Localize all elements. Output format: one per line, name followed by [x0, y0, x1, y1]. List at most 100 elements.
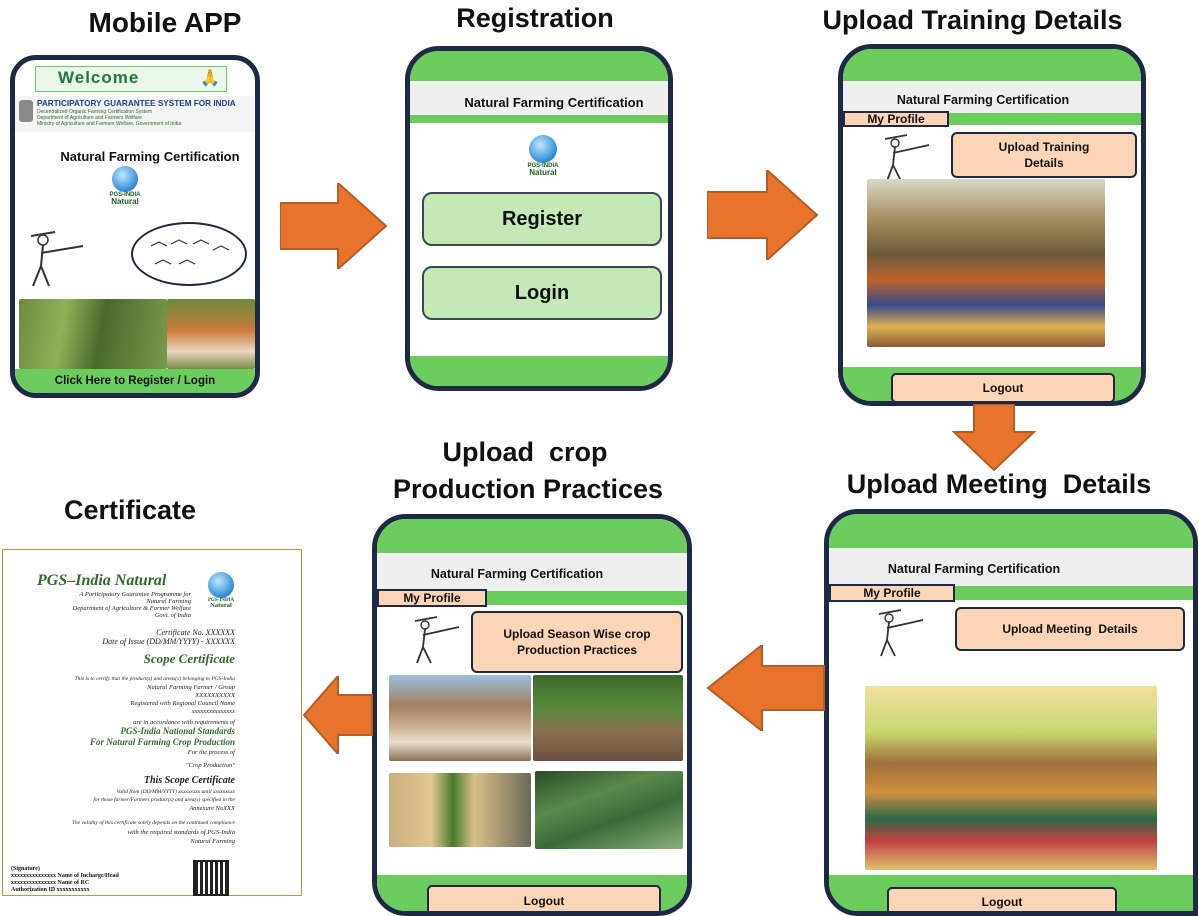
logo-line-1: PGS-INDIA [207, 598, 235, 603]
arrow-left-2 [302, 676, 373, 754]
logout-button[interactable]: Logout [887, 887, 1117, 911]
arrow-right-1 [280, 183, 388, 269]
cert-valid-2: for those farmer/Farmers product(s) and … [93, 797, 235, 803]
cert-validity-3: Natural Farming [190, 838, 235, 845]
cert-valid-3: Annexure NoXXX [189, 805, 235, 812]
qr-code-icon [193, 860, 229, 896]
cert-validity-1: The validity of this certificate solely … [71, 820, 235, 826]
app-header [829, 548, 1193, 586]
cert-valid-1: Valid from (DD/MM/YYYY) xxxxxxxxx until … [116, 789, 235, 795]
pgs-natural-logo: PGS-INDIA Natural [100, 166, 150, 207]
scope-certificate: PGS–India Natural PGS-INDIA Natural A Pa… [2, 549, 302, 896]
logout-button[interactable]: Logout [891, 373, 1115, 401]
cert-body-3: XXXXXXXXXX [195, 692, 235, 699]
logo-line-2: Natural [529, 168, 557, 178]
arrow-left-1 [706, 645, 825, 731]
app-title: Natural Farming Certification [896, 93, 1070, 107]
field-photo [19, 299, 167, 369]
farmer-illustration-icon [407, 615, 467, 665]
my-profile-button[interactable]: My Profile [843, 111, 949, 127]
upload-crop-button[interactable]: Upload Season Wise crop Production Pract… [471, 611, 683, 673]
welcome-banner: Welcome 🙏 [35, 66, 227, 92]
logout-button[interactable]: Logout [427, 885, 661, 911]
my-profile-button[interactable]: My Profile [829, 584, 955, 602]
pgs-line-3: Ministry of Agriculture and Farmers Welf… [37, 121, 182, 127]
cert-standards-2: For Natural Farming Crop Production [89, 737, 235, 747]
pgs-natural-logo: PGS-INDIA Natural [201, 572, 241, 610]
emblem-icon [19, 100, 33, 122]
cert-subtitle-2: Natural Farming [146, 598, 191, 605]
cert-this-scope: This Scope Certificate [143, 775, 235, 786]
app-title: Natural Farming Certification [60, 149, 240, 164]
app-title: Natural Farming Certification [430, 567, 604, 581]
pgs-title: PARTICIPATORY GUARANTEE SYSTEM FOR INDIA [37, 99, 236, 108]
certificate-title: PGS–India Natural [37, 572, 167, 589]
heading-upload-crop-2: Production Practices [392, 474, 664, 504]
crop-rows-photo [535, 771, 683, 849]
cert-body-6: are in accordance with requirements of [133, 719, 235, 726]
cert-subtitle-4: Govt. of India [154, 612, 191, 619]
logo-line-1: PGS-INDIA [109, 192, 141, 198]
cow-photo [167, 299, 255, 369]
training-photo [867, 179, 1105, 347]
namaste-icon: 🙏 [200, 70, 220, 87]
arrow-down [952, 404, 1036, 472]
cert-validity-2: with the required standards of PGS-India [127, 829, 235, 836]
cert-standards-1: PGS-India National Standards [120, 726, 235, 736]
pgs-natural-logo: PGS-INDIA Natural [518, 135, 568, 178]
cert-body-5: xxxxxxxxxxxxxxx [191, 708, 235, 715]
register-login-link[interactable]: Click Here to Register / Login [15, 369, 255, 393]
cert-subtitle-1: A Participatory Guarantee Programme for [79, 591, 191, 598]
cert-footer-4: Authorization ID xxxxxxxxxxx [11, 887, 90, 893]
phone-registration: Natural Farming Certification PGS-INDIA … [405, 46, 673, 391]
crows-ellipse [131, 222, 247, 286]
cert-process: For the process of [187, 749, 235, 756]
cert-body-4: Registered with Regional Council Name [130, 700, 235, 707]
farmer-illustration-icon [871, 608, 931, 658]
heading-upload-training: Upload Training Details [822, 5, 1123, 35]
upload-meeting-button[interactable]: Upload Meeting Details [955, 607, 1185, 651]
register-login-label: Click Here to Register / Login [54, 375, 216, 387]
cert-footer-1: (Signature) [11, 866, 40, 872]
phone-upload-crop: Natural Farming Certification My Profile… [372, 514, 692, 916]
app-header [843, 81, 1141, 113]
cert-body-1: This is to certify that the product(s) a… [74, 676, 235, 682]
register-button[interactable]: Register [422, 192, 662, 246]
heading-mobile-app: Mobile APP [88, 7, 242, 38]
farmer-illustration-icon [877, 133, 937, 183]
welcome-text: Welcome [58, 68, 140, 87]
mulch-photo [389, 773, 531, 847]
cert-crop-production: "Crop Production" [185, 762, 235, 769]
cattle-photo [389, 675, 531, 761]
logo-line-2: Natural [210, 602, 232, 610]
phone-upload-training: Natural Farming Certification My Profile… [838, 44, 1146, 406]
heading-certificate: Certificate [63, 495, 197, 525]
heading-upload-crop-1: Upload crop [442, 437, 608, 467]
farmer-illustration-icon [21, 228, 91, 290]
cert-date-issue: Date of Issue (DD/MM/YYYY) - XXXXXX [102, 637, 235, 646]
pgs-line-1: Decentralized Organic Farming Certificat… [37, 109, 153, 115]
arrow-right-2 [707, 170, 819, 260]
upload-training-button[interactable]: Upload Training Details [951, 132, 1137, 178]
scope-certificate-title: Scope Certificate [143, 651, 235, 666]
cert-footer-3: xxxxxxxxxxxxxxx Name of RC [11, 880, 90, 886]
pgs-header: PARTICIPATORY GUARANTEE SYSTEM FOR INDIA… [15, 96, 255, 132]
app-header [410, 81, 668, 115]
phone-upload-meeting: Natural Farming Certification My Profile… [824, 509, 1198, 916]
logo-line-2: Natural [111, 197, 139, 207]
cert-number: Certificate No. XXXXXX [156, 628, 235, 637]
phone-mobile-app: Welcome 🙏 PARTICIPATORY GUARANTEE SYSTEM… [10, 55, 260, 398]
app-title: Natural Farming Certification [887, 562, 1061, 576]
cert-footer-2: xxxxxxxxxxxxxxx Name of Incharge/Head [11, 873, 119, 879]
meeting-photo [865, 686, 1157, 870]
ploughing-photo [533, 675, 683, 761]
login-button[interactable]: Login [422, 266, 662, 320]
app-title: Natural Farming Certification [464, 95, 644, 110]
heading-upload-meeting: Upload Meeting Details [846, 469, 1152, 499]
cert-subtitle-3: Department of Agriculture & Farmer Welfa… [72, 605, 192, 612]
heading-registration: Registration [456, 3, 614, 33]
logo-line-1: PGS-INDIA [527, 163, 559, 169]
my-profile-button[interactable]: My Profile [377, 589, 487, 607]
app-header [377, 553, 687, 591]
pgs-line-2: Department of Agriculture and Farmers We… [37, 115, 142, 121]
